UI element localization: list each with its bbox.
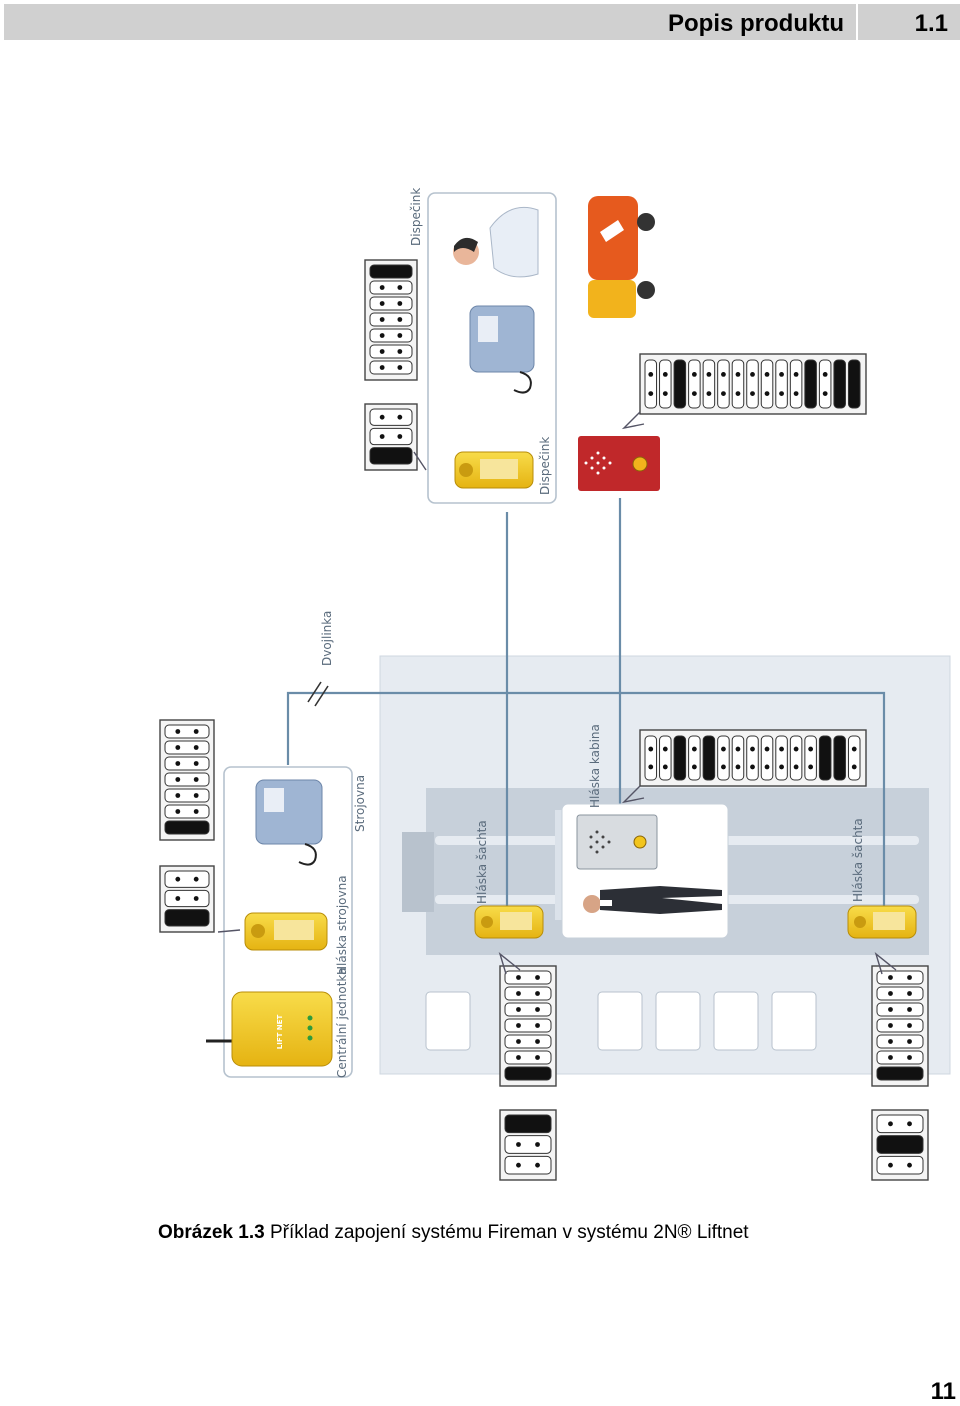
operator-person-icon xyxy=(453,206,539,278)
label-dispatch-top: Dispečink xyxy=(409,188,423,246)
intercom-shaft-left-icon xyxy=(474,905,544,939)
passenger-person-icon xyxy=(583,886,722,914)
label-double-line: Dvojlinka xyxy=(320,611,334,666)
terminal-strip-fireman-panel xyxy=(639,353,867,415)
terminal-strip-shaft-right-bottom xyxy=(871,1109,929,1181)
intercom-machine-room-icon xyxy=(244,912,328,951)
terminal-strip-machine-room-bottom xyxy=(159,865,215,933)
fireman-wiring-diagram: LIFT NET xyxy=(0,60,960,1205)
label-dispatch-bottom: Dispečink xyxy=(538,437,552,495)
terminal-strip-shaft-left-bottom xyxy=(499,1109,557,1181)
label-central-unit: Centrální jednotka xyxy=(335,967,349,1078)
caption-label: Obrázek 1.3 xyxy=(158,1222,265,1243)
terminal-strip-dispatch-top xyxy=(364,259,418,381)
label-cabin-intercom: Hláska kabina xyxy=(588,724,602,808)
lift-cabin xyxy=(561,803,729,939)
terminal-strips xyxy=(159,259,929,1181)
telephone-machine-room-icon xyxy=(255,779,323,866)
telephone-dispatch-icon xyxy=(469,305,535,394)
header-title: Popis produktu xyxy=(668,10,844,37)
terminal-strip-dispatch-bottom xyxy=(364,403,418,471)
intercom-dispatch-icon xyxy=(454,451,534,489)
page-header: Popis produktu 1.1 xyxy=(0,0,960,44)
intercom-shaft-right-icon xyxy=(847,905,917,939)
terminal-strip-machine-room-top xyxy=(159,719,215,841)
device-brand-label: LIFT NET xyxy=(276,1015,284,1050)
caption-text: Příklad zapojení systému Fireman v systé… xyxy=(264,1222,749,1243)
header-chapter-number: 1.1 xyxy=(914,10,948,37)
header-chapter-box xyxy=(858,4,960,40)
double-line-marker xyxy=(307,681,329,707)
header-bar xyxy=(4,4,856,40)
label-machine-room-intercom: Hláska strojovna xyxy=(335,875,349,975)
terminal-strip-cabin xyxy=(639,729,867,787)
figure-caption: Obrázek 1.3 Příklad zapojení systému Fir… xyxy=(158,1222,749,1244)
central-unit-icon: LIFT NET xyxy=(206,991,333,1067)
label-machine-room: Strojovna xyxy=(353,775,367,832)
label-shaft-intercom-left: Hláska šachta xyxy=(475,820,489,904)
terminal-strip-shaft-left-top xyxy=(499,965,557,1087)
fire-truck-icon xyxy=(588,196,655,318)
terminal-strip-shaft-right-top xyxy=(871,965,929,1087)
callout-pointers xyxy=(217,411,897,975)
fireman-panel-icon xyxy=(578,436,660,491)
page-number: 11 xyxy=(930,1378,956,1405)
label-shaft-intercom-right: Hláska šachta xyxy=(851,818,865,902)
